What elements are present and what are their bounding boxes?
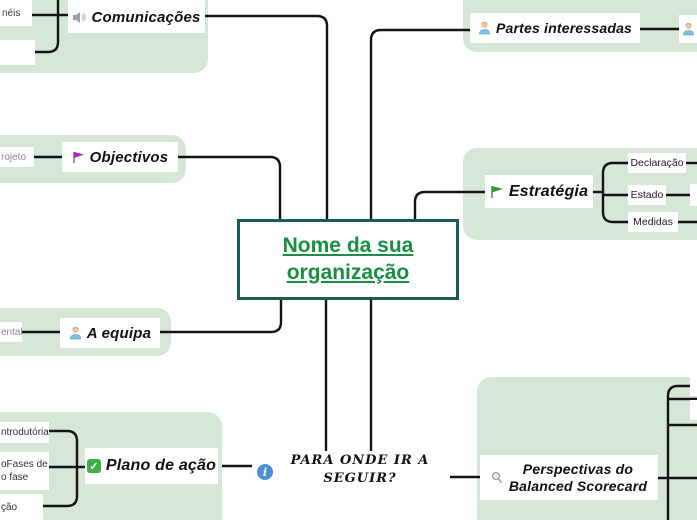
topic-perspectivas-label: Perspectivas do Balanced Scorecard <box>508 460 648 494</box>
clipped-node-ental[interactable]: ental <box>0 322 22 342</box>
central-topic[interactable]: Nome da sua organização <box>237 219 459 300</box>
purple-flag-icon <box>72 151 84 163</box>
topic-comunicacoes-label: Comunicações <box>91 9 201 26</box>
topic-plano[interactable]: ✓ Plano de ação <box>85 448 218 484</box>
person-icon <box>69 327 81 340</box>
clipped-node-rojeto[interactable]: rojeto <box>0 147 34 167</box>
speaker-icon <box>73 12 87 23</box>
clipped-node-estado-child[interactable] <box>690 184 697 206</box>
topic-partes[interactable]: Partes interessadas <box>470 13 640 43</box>
clipped-node-perspectivas-child-2[interactable] <box>690 400 697 420</box>
topic-para-onde[interactable]: PARA ONDE IR A SEGUIR? <box>290 453 430 487</box>
subtopic-estado-label: Estado <box>630 189 664 201</box>
info-icon[interactable]: i <box>257 464 273 480</box>
person-icon <box>479 22 490 35</box>
magnifier-icon <box>491 471 503 483</box>
clipped-node-ntrodutoria[interactable]: ntrodutória <box>0 422 49 443</box>
topic-estrategia-label: Estratégia <box>508 182 589 200</box>
clipped-node-perspectivas-child-1[interactable] <box>690 375 697 396</box>
topic-partes-label: Partes interessadas <box>495 20 633 36</box>
topic-objectivos-label: Objectivos <box>89 148 169 166</box>
topic-estrategia[interactable]: Estratégia <box>485 175 593 208</box>
clipped-node-neis[interactable]: néis <box>0 0 32 26</box>
subtopic-declaracao[interactable]: Declaração <box>628 153 686 173</box>
subtopic-estado[interactable]: Estado <box>628 185 666 205</box>
clipped-node-empty[interactable] <box>0 40 35 65</box>
green-flag-icon <box>491 185 503 198</box>
clipped-node-partes-child[interactable] <box>679 15 697 43</box>
central-topic-label: Nome da sua organização <box>282 234 414 284</box>
subtopic-declaracao-label: Declaração <box>630 157 684 169</box>
subtopic-medidas-label: Medidas <box>633 216 673 228</box>
clipped-node-cao[interactable]: ção <box>0 494 43 520</box>
topic-perspectivas[interactable]: Perspectivas do Balanced Scorecard <box>480 455 658 500</box>
topic-equipa-label: A equipa <box>86 324 152 342</box>
topic-plano-label: Plano de ação <box>105 457 217 474</box>
topic-comunicacoes[interactable]: Comunicações <box>68 0 205 33</box>
subtopic-medidas[interactable]: Medidas <box>628 212 678 232</box>
checkmark-icon: ✓ <box>86 459 101 473</box>
topic-objectivos[interactable]: Objectivos <box>62 142 178 172</box>
person-icon <box>683 23 694 36</box>
topic-equipa[interactable]: A equipa <box>60 318 160 348</box>
